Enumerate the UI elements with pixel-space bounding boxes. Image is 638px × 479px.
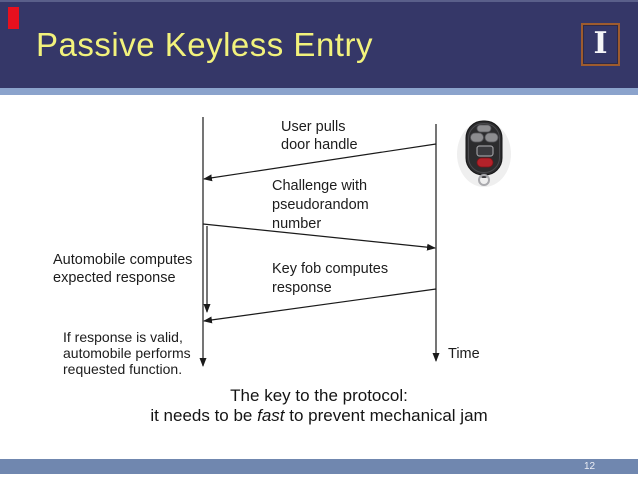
footer-bar: 12 [0, 459, 638, 474]
closing-line2-pre: it needs to be [150, 406, 258, 425]
closing-line1: The key to the protocol: [230, 386, 408, 405]
block-i-icon: I [593, 25, 608, 61]
university-logo: I [581, 23, 620, 66]
label-keyfob-computes: Key fob computes response [272, 261, 389, 296]
closing-line2-post: to prevent mechanical jam [284, 406, 488, 425]
slide-header: Passive Keyless Entry I [0, 0, 638, 88]
label-time-axis: Time [448, 346, 480, 362]
label-response-valid: If response is valid, automobile perform… [63, 329, 191, 377]
red-accent-mark [8, 7, 19, 29]
label-challenge: Challenge with pseudorandom number [272, 178, 369, 232]
key-fob-image [457, 120, 511, 187]
slide-title: Passive Keyless Entry [36, 26, 373, 63]
closing-line2-italic: fast [257, 406, 285, 425]
page-number: 12 [584, 461, 596, 472]
label-automobile-computes: Automobile computes expected response [53, 252, 193, 286]
label-user-pulls: User pulls door handle [281, 119, 358, 153]
closing-line2: it needs to be fast to prevent mechanica… [0, 406, 638, 426]
closing-note: The key to the protocol: it needs to be … [0, 386, 638, 426]
header-divider [0, 88, 638, 95]
